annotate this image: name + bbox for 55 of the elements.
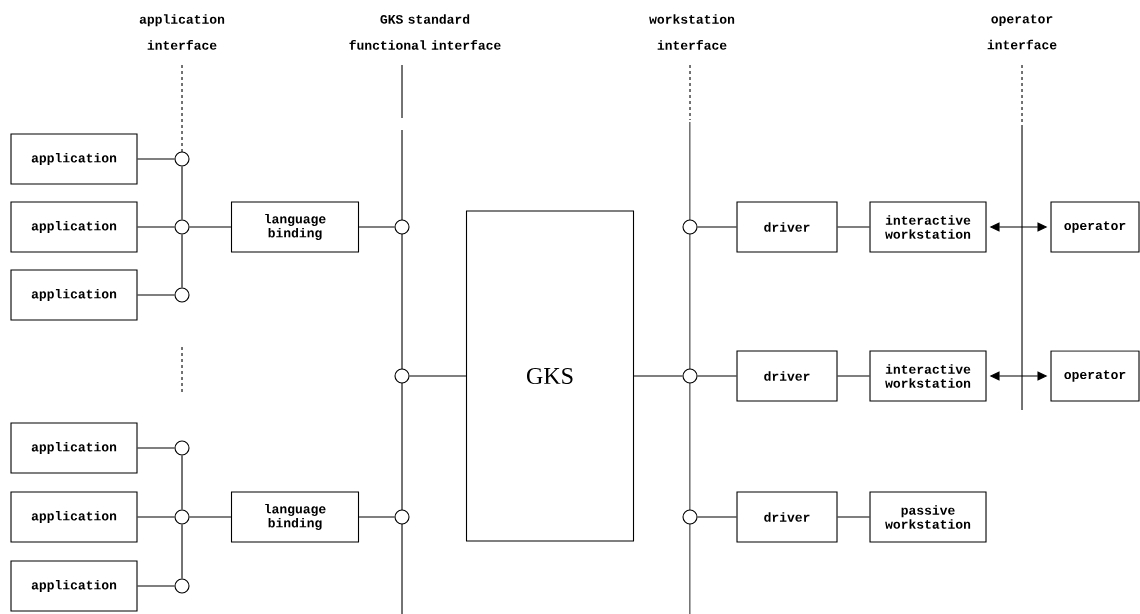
process-box: driver: [736, 350, 838, 402]
process-box: GKS: [465, 210, 635, 542]
connector-line: [181, 234, 183, 288]
process-box: operator: [1050, 201, 1140, 253]
connector-line: [358, 516, 395, 518]
connection-point: [174, 440, 190, 456]
process-box: application: [10, 201, 138, 253]
connector-line: [181, 166, 183, 220]
connection-point: [174, 151, 190, 167]
connection-point: [394, 509, 410, 525]
connector-line: [189, 516, 232, 518]
process-box: application: [10, 560, 138, 612]
interface-label: operator interface: [987, 14, 1057, 50]
connection-point: [174, 578, 190, 594]
process-box: application: [10, 491, 138, 543]
connector-line: [837, 375, 870, 377]
interface-label: GKS standard functional interface: [349, 14, 501, 50]
connector-line: [137, 226, 175, 228]
process-box: passive workstation: [869, 491, 987, 543]
connection-point: [394, 219, 410, 235]
connector-line: [409, 375, 467, 377]
connector-line: [697, 375, 737, 377]
process-box: interactive workstation: [869, 201, 987, 253]
process-box: application: [10, 269, 138, 321]
process-box: operator: [1050, 350, 1140, 402]
connector-line: [697, 226, 737, 228]
connection-point: [174, 219, 190, 235]
connector-line: [181, 455, 183, 510]
interface-label: workstation interface: [649, 14, 735, 50]
connector-line: [181, 524, 183, 579]
connector-line: [633, 375, 683, 377]
process-box: driver: [736, 201, 838, 253]
connector-line: [697, 516, 737, 518]
process-box: driver: [736, 491, 838, 543]
process-box: language binding: [230, 491, 360, 543]
interface-label: application interface: [139, 14, 225, 50]
process-box: application: [10, 422, 138, 474]
connector-line: [137, 447, 175, 449]
connector-line: [358, 226, 395, 228]
connector-line: [137, 158, 175, 160]
connector-line: [137, 585, 175, 587]
process-box: interactive workstation: [869, 350, 987, 402]
connection-point: [682, 368, 698, 384]
process-box: language binding: [230, 201, 360, 253]
connector-line: [837, 226, 870, 228]
connector-line: [837, 516, 870, 518]
connection-point: [174, 509, 190, 525]
connector-line: [137, 294, 175, 296]
connector-line: [189, 226, 232, 228]
connection-point: [174, 287, 190, 303]
connection-point: [682, 509, 698, 525]
connection-point: [394, 368, 410, 384]
process-box: application: [10, 133, 138, 185]
connection-point: [682, 219, 698, 235]
connector-line: [137, 516, 175, 518]
